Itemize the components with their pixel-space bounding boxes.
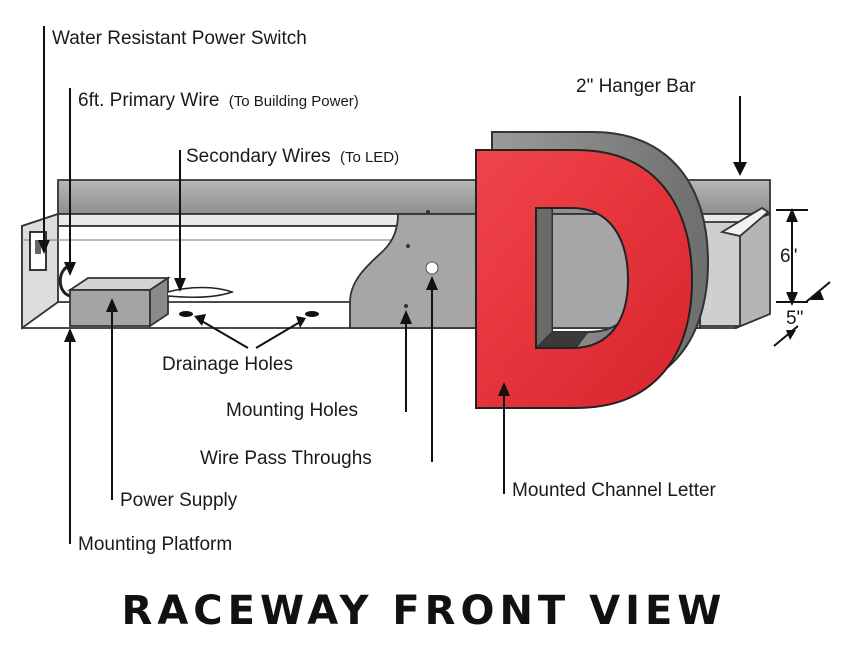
label-channel-letter: Mounted Channel Letter bbox=[512, 480, 717, 501]
arrow-secondary-wires bbox=[174, 278, 186, 292]
diagram-title: RACEWAY FRONT VIEW bbox=[122, 588, 727, 634]
mounting-hole bbox=[404, 304, 408, 308]
arrow-mounting-holes bbox=[400, 310, 412, 324]
power-supply-side bbox=[149, 276, 169, 328]
arrow-primary-wire bbox=[64, 262, 76, 276]
leader-drainage-right bbox=[255, 321, 301, 349]
leader-lines bbox=[38, 26, 831, 544]
label-drainage-holes: Drainage Holes bbox=[162, 354, 293, 375]
labels: Water Resistant Power Switch 6ft. Primar… bbox=[52, 28, 803, 634]
end-cap-lip bbox=[719, 206, 770, 237]
drainage-hole bbox=[305, 311, 319, 317]
arrow-wire-pass bbox=[426, 276, 438, 290]
arrow-switch bbox=[38, 240, 50, 254]
label-mounting-holes: Mounting Holes bbox=[226, 400, 358, 421]
mounting-hole bbox=[406, 244, 410, 248]
arrow-drainage-right bbox=[296, 316, 306, 328]
arrow-channel-letter bbox=[498, 382, 510, 396]
dim-6-arrow-top bbox=[786, 208, 798, 222]
drainage-hole bbox=[179, 311, 193, 317]
arrow-hanger-bar bbox=[733, 162, 747, 176]
label-secondary-wires: Secondary Wires (To LED) bbox=[186, 146, 399, 167]
label-power-supply: Power Supply bbox=[120, 490, 238, 511]
label-wire-pass-throughs: Wire Pass Throughs bbox=[200, 448, 372, 469]
arrow-power-supply bbox=[106, 298, 118, 312]
arrow-mounting-platform bbox=[64, 328, 76, 342]
channel-letter-face bbox=[475, 149, 694, 409]
label-power-switch: Water Resistant Power Switch bbox=[52, 28, 307, 49]
power-switch-toggle bbox=[35, 240, 41, 254]
dim-5-arrow-top bbox=[810, 290, 824, 300]
label-hanger-bar: 2" Hanger Bar bbox=[576, 76, 696, 97]
dim-6-arrow-bottom bbox=[786, 292, 798, 306]
leader-drainage-left bbox=[199, 319, 249, 349]
label-mounting-platform: Mounting Platform bbox=[78, 534, 232, 555]
mounting-hole bbox=[426, 210, 430, 214]
dim-5-arrow-bottom bbox=[786, 330, 796, 340]
label-primary-wire: 6ft. Primary Wire (To Building Power) bbox=[78, 90, 359, 111]
counter-depth-left bbox=[535, 191, 553, 350]
dimension-depth-label: 5" bbox=[786, 308, 803, 329]
channel-letter bbox=[475, 131, 710, 409]
secondary-wires bbox=[167, 286, 235, 298]
dim-5-line-bottom bbox=[773, 325, 799, 347]
arrow-drainage-left bbox=[194, 314, 206, 326]
wire-pass-through-hole bbox=[425, 261, 439, 275]
dimension-height-label: 6" bbox=[780, 246, 797, 267]
